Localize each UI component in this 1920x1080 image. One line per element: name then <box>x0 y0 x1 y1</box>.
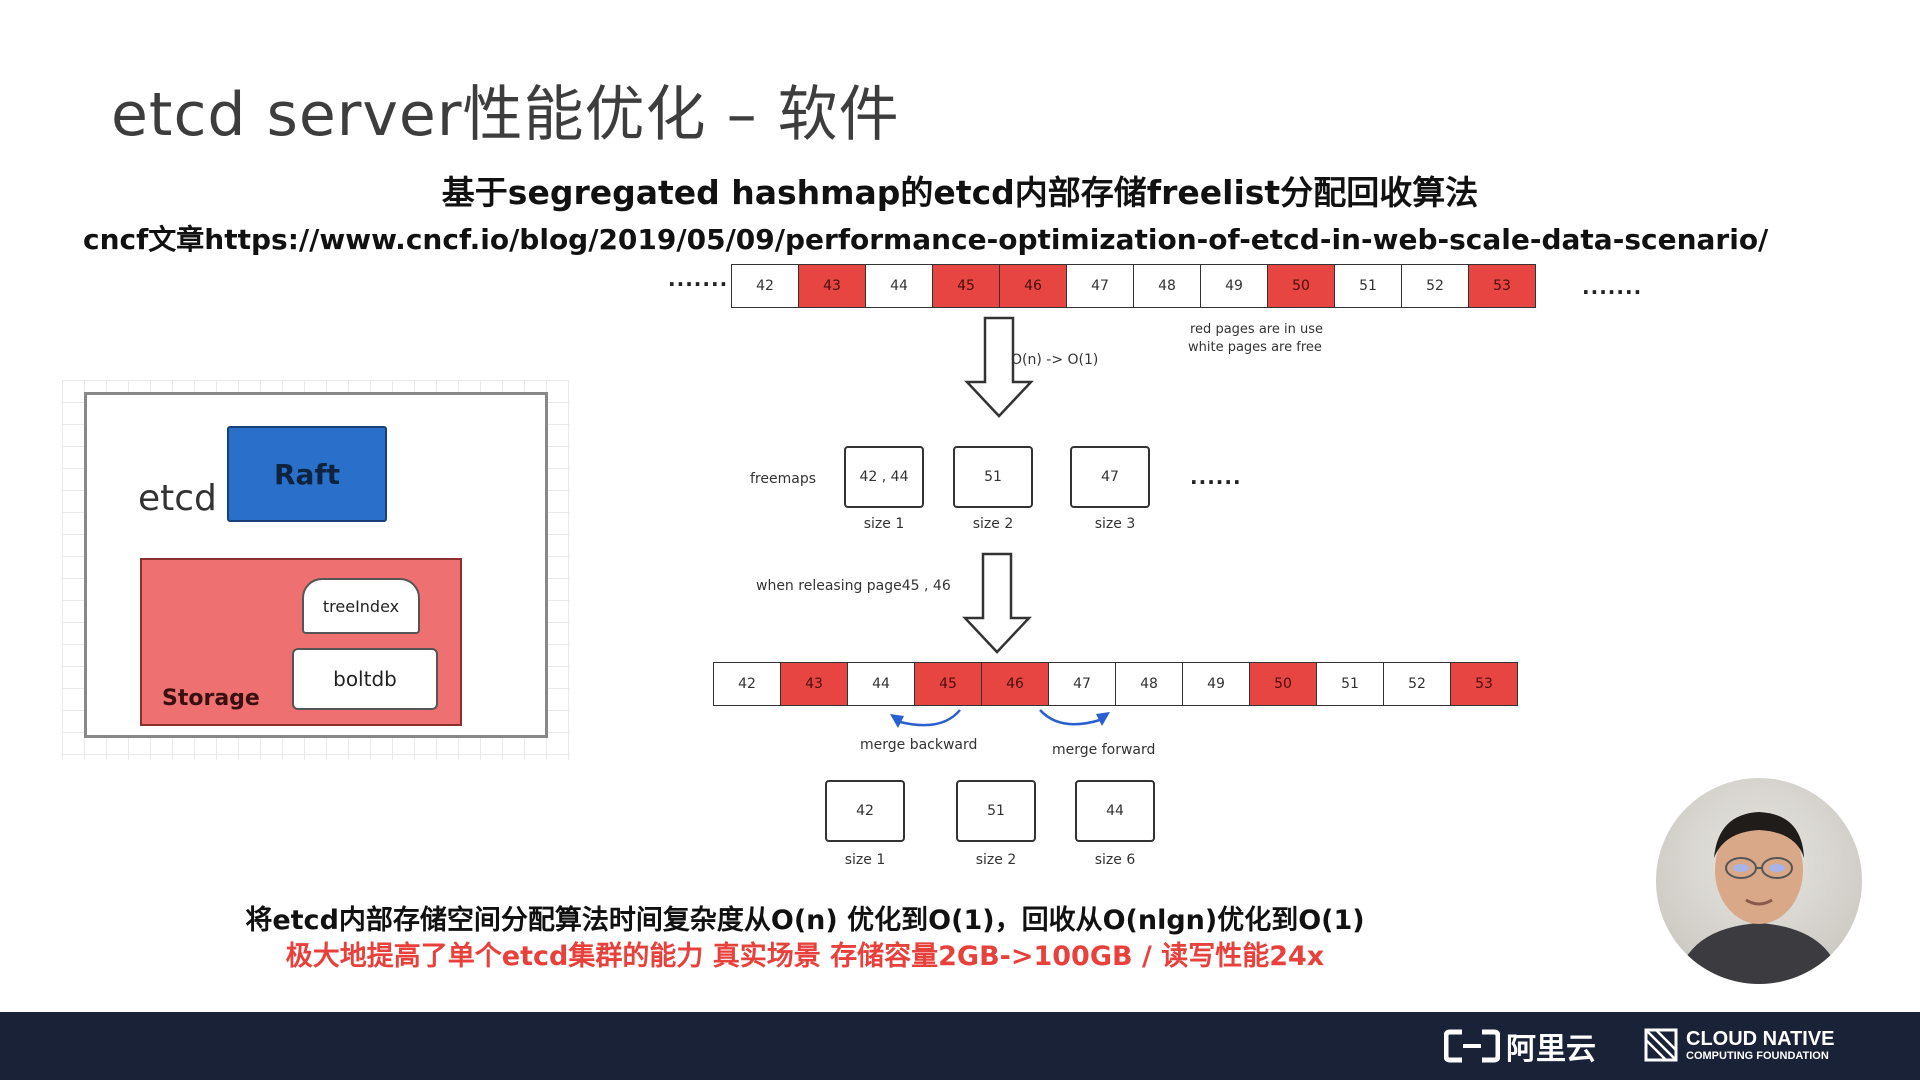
page-cell-48: 48 <box>1133 264 1201 308</box>
storage-label: Storage <box>162 686 260 711</box>
page-cell-44: 44 <box>865 264 933 308</box>
page-cell-46: 46 <box>999 264 1067 308</box>
boltdb-label: boltdb <box>333 667 397 691</box>
result-size1-label: size 1 <box>844 852 886 868</box>
etcd-label: etcd <box>138 478 217 519</box>
result-box-size1: 42 <box>825 780 905 842</box>
freemap-size3-label: size 3 <box>1094 516 1136 532</box>
page-cell-48: 48 <box>1115 662 1183 706</box>
cncf-line1: CLOUD NATIVE <box>1686 1027 1835 1050</box>
freemap-box-size1: 42 , 44 <box>844 446 924 508</box>
cncf-line2: COMPUTING FOUNDATION <box>1686 1049 1829 1062</box>
speaker-avatar-icon <box>1676 812 1842 984</box>
result-box-size6: 44 <box>1075 780 1155 842</box>
page-cell-43: 43 <box>780 662 848 706</box>
page-cell-45: 45 <box>932 264 1000 308</box>
page-cell-51: 51 <box>1316 662 1384 706</box>
page-cell-50: 50 <box>1249 662 1317 706</box>
boltdb-box: boltdb <box>292 648 438 710</box>
raft-label: Raft <box>273 457 341 491</box>
result-size6-label: size 6 <box>1094 852 1136 868</box>
slide-title: etcd server性能优化 – 软件 <box>111 80 900 150</box>
result-value: 44 <box>1106 803 1124 819</box>
merge-backward-label: merge backward <box>860 737 978 753</box>
result-value: 51 <box>987 803 1005 819</box>
aliyun-logo-icon <box>1444 1029 1500 1063</box>
aliyun-logo: 阿里云 <box>1444 1026 1596 1067</box>
down-arrow-icon <box>962 552 1032 654</box>
freemap-box-size3: 47 <box>1070 446 1150 508</box>
page-cell-45: 45 <box>914 662 982 706</box>
freemaps-more-dots: ······ <box>1190 470 1242 494</box>
merge-backward-arrow-icon <box>890 709 961 728</box>
page-cell-47: 47 <box>1066 264 1134 308</box>
storage-box: treeIndex boltdb Storage <box>140 558 462 726</box>
cncf-logo: CLOUD NATIVE COMPUTING FOUNDATION <box>1644 1028 1835 1062</box>
freemap-value: 47 <box>1101 469 1119 485</box>
cncf-article-link[interactable]: cncf文章https://www.cncf.io/blog/2019/05/0… <box>83 223 1769 256</box>
merge-forward-arrow-icon <box>1039 709 1110 726</box>
top-row-trailing-dots: ······· <box>1582 280 1643 304</box>
page-cell-49: 49 <box>1182 662 1250 706</box>
page-cell-42: 42 <box>731 264 799 308</box>
release-label: when releasing page45 , 46 <box>756 578 951 594</box>
summary-line1: 将etcd内部存储空间分配算法时间复杂度从O(n) 优化到O(1)，回收从O(n… <box>245 905 1365 936</box>
legend-used: red pages are in use <box>1190 322 1323 337</box>
speaker-video <box>1656 778 1862 984</box>
aliyun-logo-text: 阿里云 <box>1506 1032 1596 1067</box>
page-cell-53: 53 <box>1450 662 1518 706</box>
result-value: 42 <box>856 803 874 819</box>
summary-line2: 极大地提高了单个etcd集群的能力 真实场景 存储容量2GB->100GB / … <box>285 941 1325 972</box>
page-cell-52: 52 <box>1401 264 1469 308</box>
page-cell-53: 53 <box>1468 264 1536 308</box>
page-cell-50: 50 <box>1267 264 1335 308</box>
down-arrow-icon <box>964 316 1034 418</box>
page-cell-44: 44 <box>847 662 915 706</box>
etcd-diagram: etcd Raft treeIndex boltdb Storage <box>62 380 570 760</box>
footer-bar: 阿里云 CLOUD NATIVE COMPUTING FOUNDATION <box>0 1012 1920 1080</box>
legend-free: white pages are free <box>1188 340 1322 355</box>
slide-subtitle: 基于segregated hashmap的etcd内部存储freelist分配回… <box>441 173 1479 212</box>
page-cell-43: 43 <box>798 264 866 308</box>
freemap-value: 42 , 44 <box>859 469 909 485</box>
freemap-value: 51 <box>984 469 1002 485</box>
treeindex-box: treeIndex <box>302 578 420 634</box>
complexity-label: O(n) -> O(1) <box>1011 352 1099 368</box>
freemaps-label: freemaps <box>750 471 817 487</box>
freemap-size2-label: size 2 <box>972 516 1014 532</box>
page-cell-47: 47 <box>1048 662 1116 706</box>
page-cell-52: 52 <box>1383 662 1451 706</box>
cncf-logo-icon <box>1644 1028 1678 1062</box>
page-cell-46: 46 <box>981 662 1049 706</box>
treeindex-label: treeIndex <box>322 596 400 616</box>
result-box-size2: 51 <box>956 780 1036 842</box>
page-cell-42: 42 <box>713 662 781 706</box>
page-cell-51: 51 <box>1334 264 1402 308</box>
top-row-leading-dots: ······· <box>668 272 729 296</box>
raft-box: Raft <box>227 426 387 522</box>
result-size2-label: size 2 <box>975 852 1017 868</box>
freemap-box-size2: 51 <box>953 446 1033 508</box>
page-cell-49: 49 <box>1200 264 1268 308</box>
merge-forward-label: merge forward <box>1052 742 1156 758</box>
freemap-size1-label: size 1 <box>863 516 905 532</box>
